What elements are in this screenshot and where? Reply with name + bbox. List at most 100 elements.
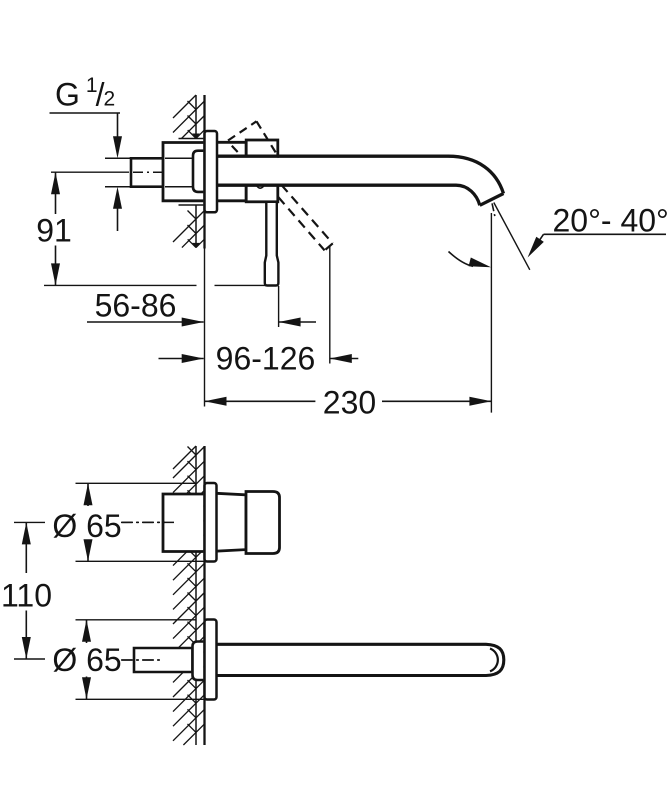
escutcheon-spout [203, 618, 218, 701]
hatch-stroke [187, 100, 197, 110]
arrowhead-left [278, 317, 301, 327]
lever-pivot-notch [255, 184, 265, 189]
spout-front-outline [204, 642, 506, 678]
hatch-stroke [172, 109, 197, 133]
hatch-stroke [195, 592, 205, 602]
hatch-stroke [195, 210, 205, 220]
hatch-stroke [195, 100, 205, 110]
thread-numerator: 1 [86, 74, 98, 97]
hatch-chevron-arms [187, 129, 205, 249]
arrowhead-down [83, 539, 93, 562]
hatch-stroke [172, 218, 197, 243]
wall-section-side [172, 94, 205, 249]
lever-raised-edge [231, 145, 243, 157]
wall-hatch-lower [172, 210, 205, 249]
wall-section-front [172, 445, 205, 746]
spout-end-inner-arc [489, 647, 499, 673]
hatch-stroke [195, 446, 205, 456]
handle-knob [244, 490, 281, 555]
front-view: Ø 65 110 Ø 65 [1, 445, 506, 746]
thread-leader-line [49, 112, 120, 141]
thread-slash: / [96, 77, 105, 113]
arrowhead-right [469, 396, 492, 406]
hatch-stroke [195, 621, 205, 631]
spout-top-edge [205, 154, 506, 195]
arrowhead-down [51, 263, 60, 286]
arrowhead-down [82, 677, 91, 700]
hatch-stroke [195, 577, 205, 587]
spout-sleeve [191, 640, 204, 682]
lever-swung-edge [277, 196, 326, 252]
escutcheon-side [203, 129, 219, 214]
spout-dia-extension-lines [75, 619, 204, 700]
dim230-label: 230 [323, 384, 376, 420]
arrowhead-up [83, 483, 93, 506]
hatch-chevron-solid [192, 242, 200, 248]
angle-annotation: 20°- 40° [447, 202, 667, 271]
dim5686-label: 56-86 [95, 288, 177, 324]
dimension-110: 110 [1, 521, 52, 660]
lever-swung-edge [280, 184, 334, 245]
escutcheon-handle [203, 481, 218, 563]
arrowhead-right [181, 354, 204, 363]
arrowhead-angle [527, 236, 544, 258]
hatch-stroke [195, 224, 205, 234]
lever-raised-edge [227, 120, 258, 142]
hatch-stroke [187, 210, 197, 220]
thread-prefix: G [55, 77, 80, 113]
spout-bottom-edge [205, 183, 482, 206]
arrowhead-up [82, 619, 91, 642]
hatch-stroke [187, 460, 197, 471]
spout-front-fill [204, 644, 504, 676]
arrowhead-right [181, 317, 204, 327]
hatch-stroke [172, 717, 197, 742]
dimension-56-86: 56-86 [87, 288, 316, 327]
wall-hatch-upper [172, 94, 205, 139]
hatch-stroke [172, 571, 197, 596]
arrowhead-swivel [468, 257, 491, 268]
lever-swung-end [323, 242, 334, 252]
lever-handle [263, 200, 280, 287]
wall-hatch-front [172, 445, 205, 746]
dim91-label: 91 [36, 213, 72, 249]
hatch-stroke [187, 562, 197, 573]
dimension-91: 91 [36, 172, 266, 287]
dim96126-label: 96-126 [216, 341, 316, 377]
hatch-stroke [187, 446, 197, 456]
arrowhead-down [21, 637, 31, 659]
angle-ray [493, 202, 531, 271]
hatch-stroke [187, 708, 197, 719]
cartridge-sleeve-fill [193, 150, 204, 192]
handle-cone [212, 491, 248, 553]
hatch-stroke [187, 592, 197, 602]
cartridge-sleeve [191, 149, 204, 194]
hatch-stroke [172, 454, 197, 479]
arrowhead-up [51, 172, 60, 195]
arrowhead-down [113, 136, 122, 159]
arrowhead-up [21, 522, 31, 545]
hatch-stroke [195, 460, 205, 471]
hatch-stroke [187, 621, 197, 631]
hatch-stroke [172, 445, 197, 470]
dim110-label: 110 [1, 578, 52, 614]
hatch-stroke [182, 731, 197, 746]
spout-sleeve-fill [192, 641, 204, 680]
hatch-stroke [195, 606, 205, 617]
hatch-stroke [195, 475, 205, 485]
angle-label: 20°- 40° [553, 203, 667, 239]
hatch-stroke [195, 115, 205, 125]
thread-denominator: 2 [103, 88, 115, 111]
hatch-stroke [172, 688, 197, 713]
hatch-stroke [187, 115, 197, 125]
dia65h-label: Ø 65 [52, 508, 121, 544]
dimension-dia65-handle: Ø 65 [52, 483, 165, 562]
wall-hatch-boundary [178, 137, 204, 206]
hatch-stroke [187, 224, 197, 234]
handle-dia-extension-lines [75, 482, 204, 562]
hatch-stroke [187, 679, 197, 690]
